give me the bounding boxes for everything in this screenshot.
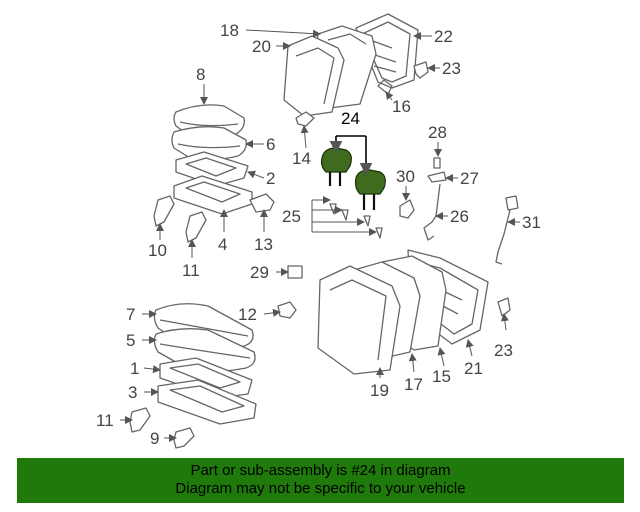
part-30-bracket[interactable] xyxy=(399,199,415,219)
part-labels: 18 20 22 23 16 8 6 2 4 13 10 11 14 24 28… xyxy=(96,21,541,448)
part-28-bolt[interactable] xyxy=(433,157,441,169)
part-22-frame[interactable] xyxy=(355,13,419,89)
label-27[interactable]: 27 xyxy=(460,169,479,188)
label-6[interactable]: 6 xyxy=(266,135,275,154)
part-13-hinge[interactable] xyxy=(249,193,275,213)
part-20-back-cushion[interactable] xyxy=(283,35,345,117)
part-1-cushion-frame[interactable] xyxy=(159,357,253,399)
label-18[interactable]: 18 xyxy=(220,21,239,40)
label-14[interactable]: 14 xyxy=(292,149,311,168)
label-11-lower[interactable]: 11 xyxy=(96,411,114,430)
label-17[interactable]: 17 xyxy=(404,375,423,394)
label-30[interactable]: 30 xyxy=(396,167,415,186)
part-9-cover[interactable] xyxy=(173,427,195,449)
label-29[interactable]: 29 xyxy=(250,263,269,282)
label-19[interactable]: 19 xyxy=(370,381,389,400)
label-26[interactable]: 26 xyxy=(450,207,469,226)
banner-line-2: Diagram may not be specific to your vehi… xyxy=(175,480,466,497)
label-16[interactable]: 16 xyxy=(392,97,411,116)
part-27-clip[interactable] xyxy=(427,171,447,183)
info-banner: Part or sub-assembly is #24 in diagram D… xyxy=(17,458,624,503)
label-2[interactable]: 2 xyxy=(266,169,275,188)
label-5[interactable]: 5 xyxy=(126,331,135,350)
label-12[interactable]: 12 xyxy=(238,305,257,324)
banner-line-1: Part or sub-assembly is #24 in diagram xyxy=(190,462,451,479)
label-13[interactable]: 13 xyxy=(254,235,273,254)
label-23-lower[interactable]: 23 xyxy=(494,341,513,360)
part-10-cover[interactable] xyxy=(153,195,175,227)
lower-seat-cushion-group xyxy=(153,303,257,425)
label-8[interactable]: 8 xyxy=(196,65,205,84)
lower-seatback-group xyxy=(317,249,489,375)
part-23-clip-lower[interactable] xyxy=(497,297,511,317)
label-21[interactable]: 21 xyxy=(464,359,483,378)
part-11-cover-upper[interactable] xyxy=(185,211,207,243)
label-15[interactable]: 15 xyxy=(432,367,451,386)
label-3[interactable]: 3 xyxy=(128,383,137,402)
label-4[interactable]: 4 xyxy=(218,235,227,254)
part-26-cable[interactable] xyxy=(423,183,441,241)
label-9[interactable]: 9 xyxy=(150,429,159,448)
label-22[interactable]: 22 xyxy=(434,27,453,46)
part-12-cap[interactable] xyxy=(277,301,297,319)
label-28[interactable]: 28 xyxy=(428,123,447,142)
part-6-cushion-pad[interactable] xyxy=(171,126,247,161)
label-7[interactable]: 7 xyxy=(126,305,135,324)
upper-seat-cushion-group xyxy=(171,104,275,215)
part-23-clip-upper[interactable] xyxy=(413,61,429,79)
part-3-cushion-base[interactable] xyxy=(157,379,257,425)
label-20[interactable]: 20 xyxy=(252,37,271,56)
part-31-belt[interactable] xyxy=(495,195,519,265)
label-10[interactable]: 10 xyxy=(148,241,167,260)
part-2-cushion-frame[interactable] xyxy=(175,151,249,187)
label-1[interactable]: 1 xyxy=(130,359,139,378)
part-25-guides[interactable] xyxy=(329,203,383,239)
label-31[interactable]: 31 xyxy=(522,213,541,232)
part-14-bracket[interactable] xyxy=(295,111,315,127)
part-24-callout xyxy=(329,135,373,176)
label-25[interactable]: 25 xyxy=(282,207,301,226)
part-29-cap[interactable] xyxy=(287,265,303,279)
part-4-cushion-base[interactable] xyxy=(173,175,253,215)
label-23-upper[interactable]: 23 xyxy=(442,59,461,78)
upper-seatback-group xyxy=(283,13,419,117)
leader-lines xyxy=(120,29,520,442)
label-24[interactable]: 24 xyxy=(341,109,360,128)
part-11-cover-lower[interactable] xyxy=(129,407,151,433)
part-24-headrests[interactable] xyxy=(320,147,386,210)
label-11-upper[interactable]: 11 xyxy=(182,261,200,280)
